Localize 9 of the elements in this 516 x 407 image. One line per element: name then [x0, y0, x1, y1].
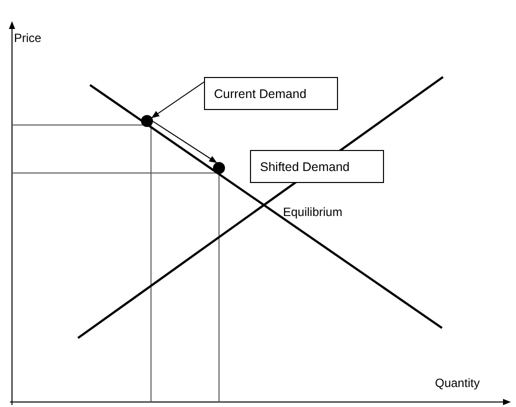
point-marker [213, 162, 225, 174]
point-marker [141, 115, 153, 127]
point-label: Equilibrium [283, 205, 342, 219]
shift-arrow [151, 82, 204, 118]
callout-label: Shifted Demand [250, 150, 384, 183]
axis-label: Price [14, 31, 42, 45]
shift-arrow [152, 120, 218, 164]
axis-label: Quantity [435, 376, 480, 390]
callout-label: Current Demand [204, 77, 338, 110]
